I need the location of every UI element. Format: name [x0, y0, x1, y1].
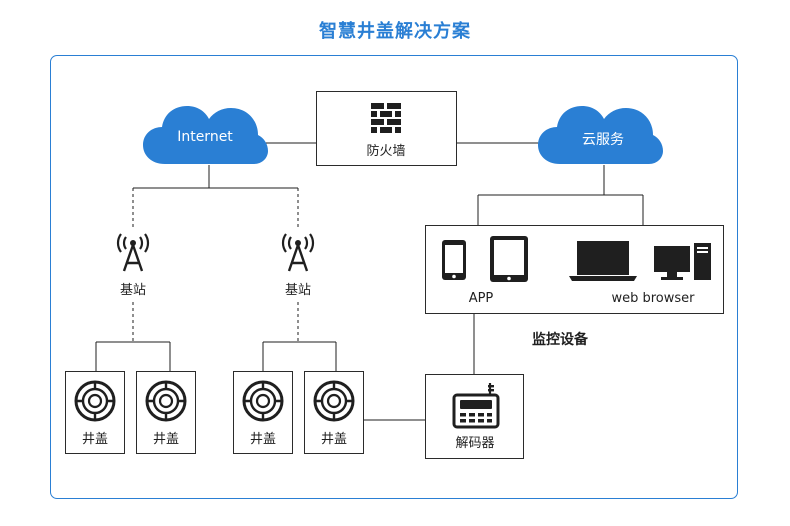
diagram-title: 智慧井盖解决方案	[319, 21, 471, 42]
cloud-service-label: 云服务	[582, 132, 624, 148]
signal-tower-icon	[116, 233, 150, 272]
monitoring-devices-label: 监控设备	[532, 332, 588, 348]
cloud-service-icon	[538, 106, 663, 164]
diagram-frame	[50, 55, 738, 499]
tablet-icon	[490, 236, 528, 282]
decoder-label: 解码器	[455, 436, 495, 451]
firewall-label: 防火墙	[366, 144, 406, 159]
firewall-brick-icon	[371, 103, 401, 133]
internet-cloud-icon	[143, 106, 268, 164]
manhole-cover-label: 井盖	[249, 432, 276, 447]
laptop-icon	[569, 241, 637, 281]
manhole-cover-label: 井盖	[81, 432, 108, 447]
manhole-cover-icon	[313, 380, 355, 422]
manhole-cover-icon	[74, 380, 116, 422]
radio-decoder-icon	[452, 383, 500, 429]
phone-icon	[442, 240, 466, 280]
app-label: APP	[468, 291, 494, 306]
desktop-icon	[654, 243, 711, 280]
manhole-cover-icon	[242, 380, 284, 422]
internet-label: Internet	[177, 129, 233, 145]
manhole-cover-label: 井盖	[152, 432, 179, 447]
manhole-cover-icon	[145, 380, 187, 422]
manhole-cover-label: 井盖	[320, 432, 347, 447]
signal-tower-icon	[281, 233, 315, 272]
base-station-label: 基站	[284, 283, 311, 298]
base-station-label: 基站	[119, 283, 146, 298]
web-browser-label: web browser	[611, 291, 695, 306]
